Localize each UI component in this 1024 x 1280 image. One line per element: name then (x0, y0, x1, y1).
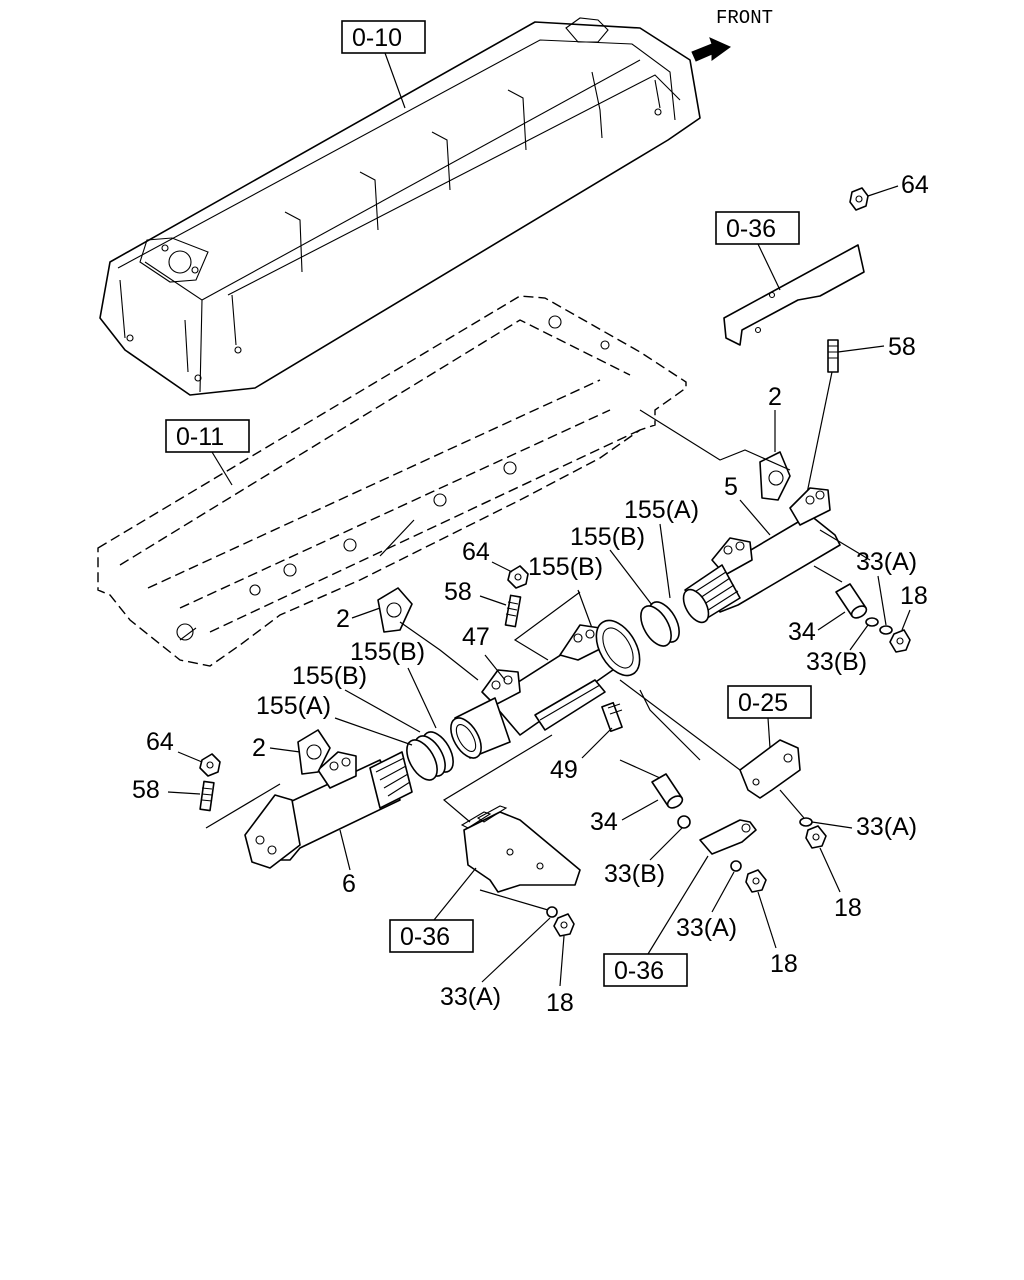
ref-box-rocker-cover: 0-10 (341, 20, 426, 109)
ref-0-36-lower-right-label: 0-36 (614, 957, 664, 985)
label-pipe-5: 5 (724, 473, 738, 501)
bracket-lower-left (460, 805, 581, 893)
ref-0-10-label: 0-10 (352, 24, 402, 52)
gasket-2-left: 2 (252, 729, 331, 775)
label-gasket-2-mid: 2 (336, 605, 350, 633)
label-nut-64-top: 64 (901, 171, 929, 199)
nut-18-far: 18 (805, 825, 862, 922)
label-nut-64-mid: 64 (462, 538, 490, 566)
pipe-47-inlet (450, 697, 511, 759)
spacer-34-right: 34 (788, 583, 868, 646)
ref-box-bracket-top: 0-36 (715, 211, 800, 291)
label-group-155-left: 155(B) 155(B) 155(A) (256, 638, 437, 746)
top-bracket (723, 244, 865, 346)
label-ring-155a-left: 155(A) (256, 692, 331, 720)
label-ring-155b-left2: 155(B) (292, 662, 367, 690)
seal-ring-155a-top: 155(A) (624, 496, 699, 647)
label-pipe-47: 47 (462, 623, 490, 651)
rocker-cover (99, 17, 701, 396)
label-stud-58-top: 58 (888, 333, 916, 361)
cylinder-head-outline (97, 295, 687, 667)
ref-0-25-label: 0-25 (738, 689, 788, 717)
bracket-0-25 (739, 739, 801, 799)
gasket-2-top: 2 (759, 383, 791, 501)
label-ring-155a-top: 155(A) (624, 496, 699, 524)
ref-box-bracket-lower-left: 0-36 (389, 867, 477, 953)
label-stud-58-mid: 58 (444, 578, 472, 606)
label-nut-18-right: 18 (900, 582, 928, 610)
front-arrow-icon (691, 37, 731, 62)
label-gasket-2-top: 2 (768, 383, 782, 411)
stud-49: 49 (550, 701, 623, 784)
ref-0-36-top-label: 0-36 (726, 215, 776, 243)
exhaust-pipe-47: 47 (462, 619, 641, 736)
seal-ring-155b-top: 155(B) (570, 523, 653, 606)
front-label: FRONT (716, 7, 773, 29)
washer-33a-mid: 33(A) (676, 860, 742, 942)
ref-0-36-lower-left-label: 0-36 (400, 923, 450, 951)
nut-18-bottom: 18 (546, 913, 575, 1017)
label-washer-33a-right: 33(A) (856, 548, 917, 576)
stud-58-top: 58 (805, 333, 916, 499)
label-nut-18-mid: 18 (770, 950, 798, 978)
exhaust-pipe-5: 5 (682, 473, 841, 624)
label-gasket-2-left: 2 (252, 734, 266, 762)
nut-64-left: 64 (146, 728, 221, 777)
nut-64-mid: 64 (462, 538, 529, 589)
label-stud-58-left: 58 (132, 776, 160, 804)
bracket-lower-right (699, 819, 757, 855)
label-stud-49: 49 (550, 756, 578, 784)
ref-box-cylinder-head: 0-11 (165, 419, 250, 486)
label-ring-155b-mid: 155(B) (528, 553, 603, 581)
label-ring-155b-left: 155(B) (350, 638, 425, 666)
washer-33a-far: 33(A) (799, 813, 917, 841)
label-washer-33b-right: 33(B) (806, 648, 867, 676)
label-pipe-6: 6 (342, 870, 356, 898)
nut-64-top: 64 (849, 171, 929, 211)
washer-33b-mid: 33(B) (604, 815, 691, 888)
ref-0-11-label: 0-11 (176, 423, 224, 451)
washer-33b-right: 33(B) (806, 617, 879, 676)
label-washer-33a-mid: 33(A) (676, 914, 737, 942)
label-washer-33a-bottom: 33(A) (440, 983, 501, 1011)
ref-box-bracket-mid: 0-25 (727, 685, 812, 749)
label-nut-18-bottom: 18 (546, 989, 574, 1017)
stud-58-left: 58 (132, 776, 215, 812)
front-direction-indicator: FRONT (691, 7, 773, 62)
spacer-34-mid: 34 (590, 773, 684, 836)
label-nut-64-left: 64 (146, 728, 174, 756)
stud-58-mid: 58 (444, 578, 522, 628)
seal-ring-155-left (406, 731, 454, 781)
label-ring-155b-top: 155(B) (570, 523, 645, 551)
washer-33a-bottom: 33(A) (440, 906, 558, 1011)
nut-18-mid: 18 (745, 869, 798, 978)
seal-ring-155b-mid: 155(B) (528, 553, 603, 629)
gasket-2-mid: 2 (336, 587, 413, 633)
exhaust-pipe-6: 6 (244, 751, 413, 898)
label-spacer-34-right: 34 (788, 618, 816, 646)
label-nut-18-far: 18 (834, 894, 862, 922)
washer-33a-right: 33(A) (856, 548, 917, 635)
nut-18-right: 18 (889, 582, 928, 653)
label-washer-33b-mid: 33(B) (604, 860, 665, 888)
assembly-lines (205, 409, 871, 911)
ref-box-bracket-lower-right: 0-36 (603, 855, 709, 987)
label-washer-33a-far: 33(A) (856, 813, 917, 841)
label-spacer-34-mid: 34 (590, 808, 618, 836)
